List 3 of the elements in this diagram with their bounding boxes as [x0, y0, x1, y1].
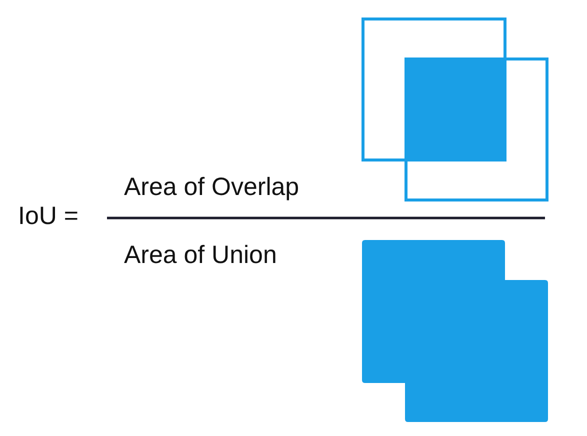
numerator-text: Area of Overlap: [124, 172, 300, 202]
denominator-text: Area of Union: [124, 240, 277, 270]
formula-label: IoU =: [18, 201, 78, 231]
